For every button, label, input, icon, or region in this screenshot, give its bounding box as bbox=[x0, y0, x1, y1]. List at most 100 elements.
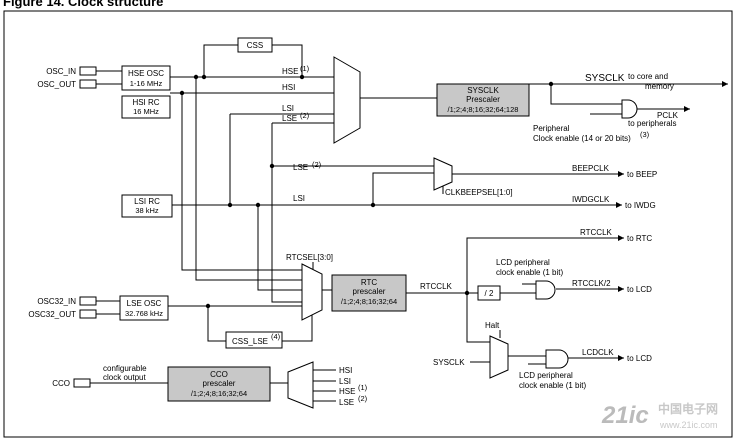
osc32-in-label: OSC32_IN bbox=[37, 297, 76, 306]
osc-in-pin bbox=[79, 66, 97, 76]
lsi-mid-label: LSI bbox=[293, 194, 305, 203]
lcd-enable2-1: LCD peripheral bbox=[519, 371, 573, 380]
lsi-label: LSI bbox=[282, 104, 294, 113]
css-lse-block: CSS_LSE (4) bbox=[225, 331, 283, 349]
cco-config-1: configurable bbox=[103, 364, 147, 373]
rtc-prescaler-subtitle: prescaler bbox=[353, 287, 386, 296]
periph-enable-sup: (3) bbox=[640, 130, 650, 139]
osc32-in-pin bbox=[79, 296, 97, 306]
sysclk-in-label: SYSCLK bbox=[433, 358, 465, 367]
cco-prescaler-subtitle: prescaler bbox=[203, 379, 236, 388]
periph-enable-2: Clock enable (14 or 20 bits) bbox=[533, 134, 631, 143]
lse-osc-title: LSE OSC bbox=[127, 299, 162, 308]
lcd-enable1-1: LCD peripheral bbox=[496, 258, 550, 267]
lsi-rc-title: LSI RC bbox=[134, 197, 160, 206]
osc32-out-pin bbox=[79, 309, 97, 319]
periph-enable-1: Peripheral bbox=[533, 124, 570, 133]
watermark: 21ic 中国电子网 www.21ic.com bbox=[601, 401, 718, 430]
lcd-and-gate-1 bbox=[535, 280, 556, 300]
rtc-prescaler-block: RTC prescaler /1;2;4;8;16;32;64 bbox=[331, 274, 407, 312]
cco-pin bbox=[73, 378, 91, 388]
sysclk-prescaler-title: SYSCLK bbox=[467, 86, 499, 95]
rtcclk-mid-label: RTCCLK bbox=[420, 282, 453, 291]
css-block: CSS bbox=[237, 37, 273, 53]
halt-label: Halt bbox=[485, 321, 500, 330]
css-lse-label: CSS_LSE bbox=[232, 337, 268, 346]
cco-hsi-label: HSI bbox=[339, 366, 352, 375]
watermark-logo: 21ic bbox=[601, 402, 649, 429]
lcdclk-label: LCDCLK bbox=[582, 348, 614, 357]
lsi-rc-freq: 38 kHz bbox=[135, 206, 159, 215]
lse-label: LSE bbox=[282, 114, 297, 123]
lcd-and-gate-2 bbox=[545, 349, 569, 369]
cco-hse-label: HSE bbox=[339, 387, 355, 396]
hsi-label: HSI bbox=[282, 83, 295, 92]
lse-mid-label: LSE bbox=[293, 163, 308, 172]
hse-sup: (1) bbox=[300, 64, 310, 73]
beepclk-label: BEEPCLK bbox=[572, 164, 610, 173]
css-label: CSS bbox=[247, 41, 263, 50]
sysclk-prescaler-block: SYSCLK Prescaler /1;2;4;8;16;32;64;128 bbox=[436, 83, 530, 117]
cco-label: CCO bbox=[52, 379, 70, 388]
beep-dest: to BEEP bbox=[627, 170, 657, 179]
hse-osc-block: HSE OSC 1-16 MHz bbox=[121, 65, 171, 91]
cco-prescaler-ratios: /1;2;4;8;16;32;64 bbox=[191, 389, 247, 398]
hsi-rc-block: HSI RC 16 MHz bbox=[121, 95, 171, 119]
rtcclk-div2-label: RTCCLK/2 bbox=[572, 279, 611, 288]
div2-label: / 2 bbox=[485, 289, 494, 298]
diagram-frame bbox=[3, 10, 733, 438]
rtcclk-top-label: RTCCLK bbox=[580, 228, 613, 237]
sysclk-mux bbox=[333, 56, 361, 144]
lcd-enable2-2: clock enable (1 bit) bbox=[519, 381, 586, 390]
rtc-prescaler-title: RTC bbox=[361, 278, 378, 287]
hsi-rc-freq: 16 MHz bbox=[133, 107, 159, 116]
lcd-dest1: to LCD bbox=[627, 285, 652, 294]
rtc-dest: to RTC bbox=[627, 234, 652, 243]
lcd-dest2: to LCD bbox=[627, 354, 652, 363]
cco-lse-sup: (2) bbox=[358, 394, 368, 403]
iwdg-dest: to IWDG bbox=[625, 201, 656, 210]
rtc-mux bbox=[301, 263, 323, 321]
cco-prescaler-title: CCO bbox=[210, 370, 228, 379]
osc32-out-label: OSC32_OUT bbox=[28, 310, 76, 319]
wires bbox=[74, 44, 728, 402]
iwdgclk-label: IWDGCLK bbox=[572, 195, 610, 204]
lcd-halt-mux bbox=[489, 335, 509, 379]
sysclk-out-label: SYSCLK bbox=[585, 73, 625, 84]
cco-lse-label: LSE bbox=[339, 398, 354, 407]
lse-mid-sup: (2) bbox=[312, 160, 322, 169]
pclk-label: PCLK bbox=[657, 111, 679, 120]
rtcsel-label: RTCSEL[3:0] bbox=[286, 253, 333, 262]
hse-osc-title: HSE OSC bbox=[128, 69, 164, 78]
junction-dots bbox=[179, 74, 554, 309]
cco-config-2: clock output bbox=[103, 373, 146, 382]
css-lse-sup: (4) bbox=[271, 332, 281, 341]
lse-sup: (2) bbox=[300, 111, 310, 120]
clkbeepsel-label: CLKBEEPSEL[1:0] bbox=[445, 188, 513, 197]
hse-label: HSE bbox=[282, 67, 298, 76]
cco-hse-sup: (1) bbox=[358, 383, 368, 392]
watermark-cn: 中国电子网 bbox=[658, 401, 718, 416]
lcd-enable1-2: clock enable (1 bit) bbox=[496, 268, 563, 277]
lse-osc-block: LSE OSC 32.768 kHz bbox=[119, 295, 169, 321]
osc-out-pin bbox=[79, 79, 97, 89]
hse-osc-freq: 1-16 MHz bbox=[130, 79, 163, 88]
beep-mux bbox=[433, 157, 453, 191]
osc-out-label: OSC_OUT bbox=[37, 80, 76, 89]
watermark-url: www.21ic.com bbox=[659, 420, 718, 430]
sysclk-prescaler-subtitle: Prescaler bbox=[466, 95, 500, 104]
lse-osc-freq: 32.768 kHz bbox=[125, 309, 163, 318]
sysclk-out-dest-1: to core and bbox=[628, 72, 668, 81]
figure-title: Figure 14. Clock structure bbox=[3, 0, 163, 9]
cco-lsi-label: LSI bbox=[339, 377, 351, 386]
sysclk-prescaler-ratios: /1;2;4;8;16;32;64;128 bbox=[448, 105, 519, 114]
lsi-rc-block: LSI RC 38 kHz bbox=[121, 194, 173, 218]
hsi-rc-title: HSI RC bbox=[132, 98, 159, 107]
pclk-and-gate bbox=[621, 99, 638, 119]
pclk-dest: to peripherals bbox=[628, 119, 676, 128]
div2-block: / 2 bbox=[477, 285, 501, 301]
cco-mux bbox=[287, 361, 314, 409]
cco-prescaler-block: CCO prescaler /1;2;4;8;16;32;64 bbox=[167, 366, 271, 402]
sysclk-out-dest-2: memory bbox=[645, 82, 674, 91]
